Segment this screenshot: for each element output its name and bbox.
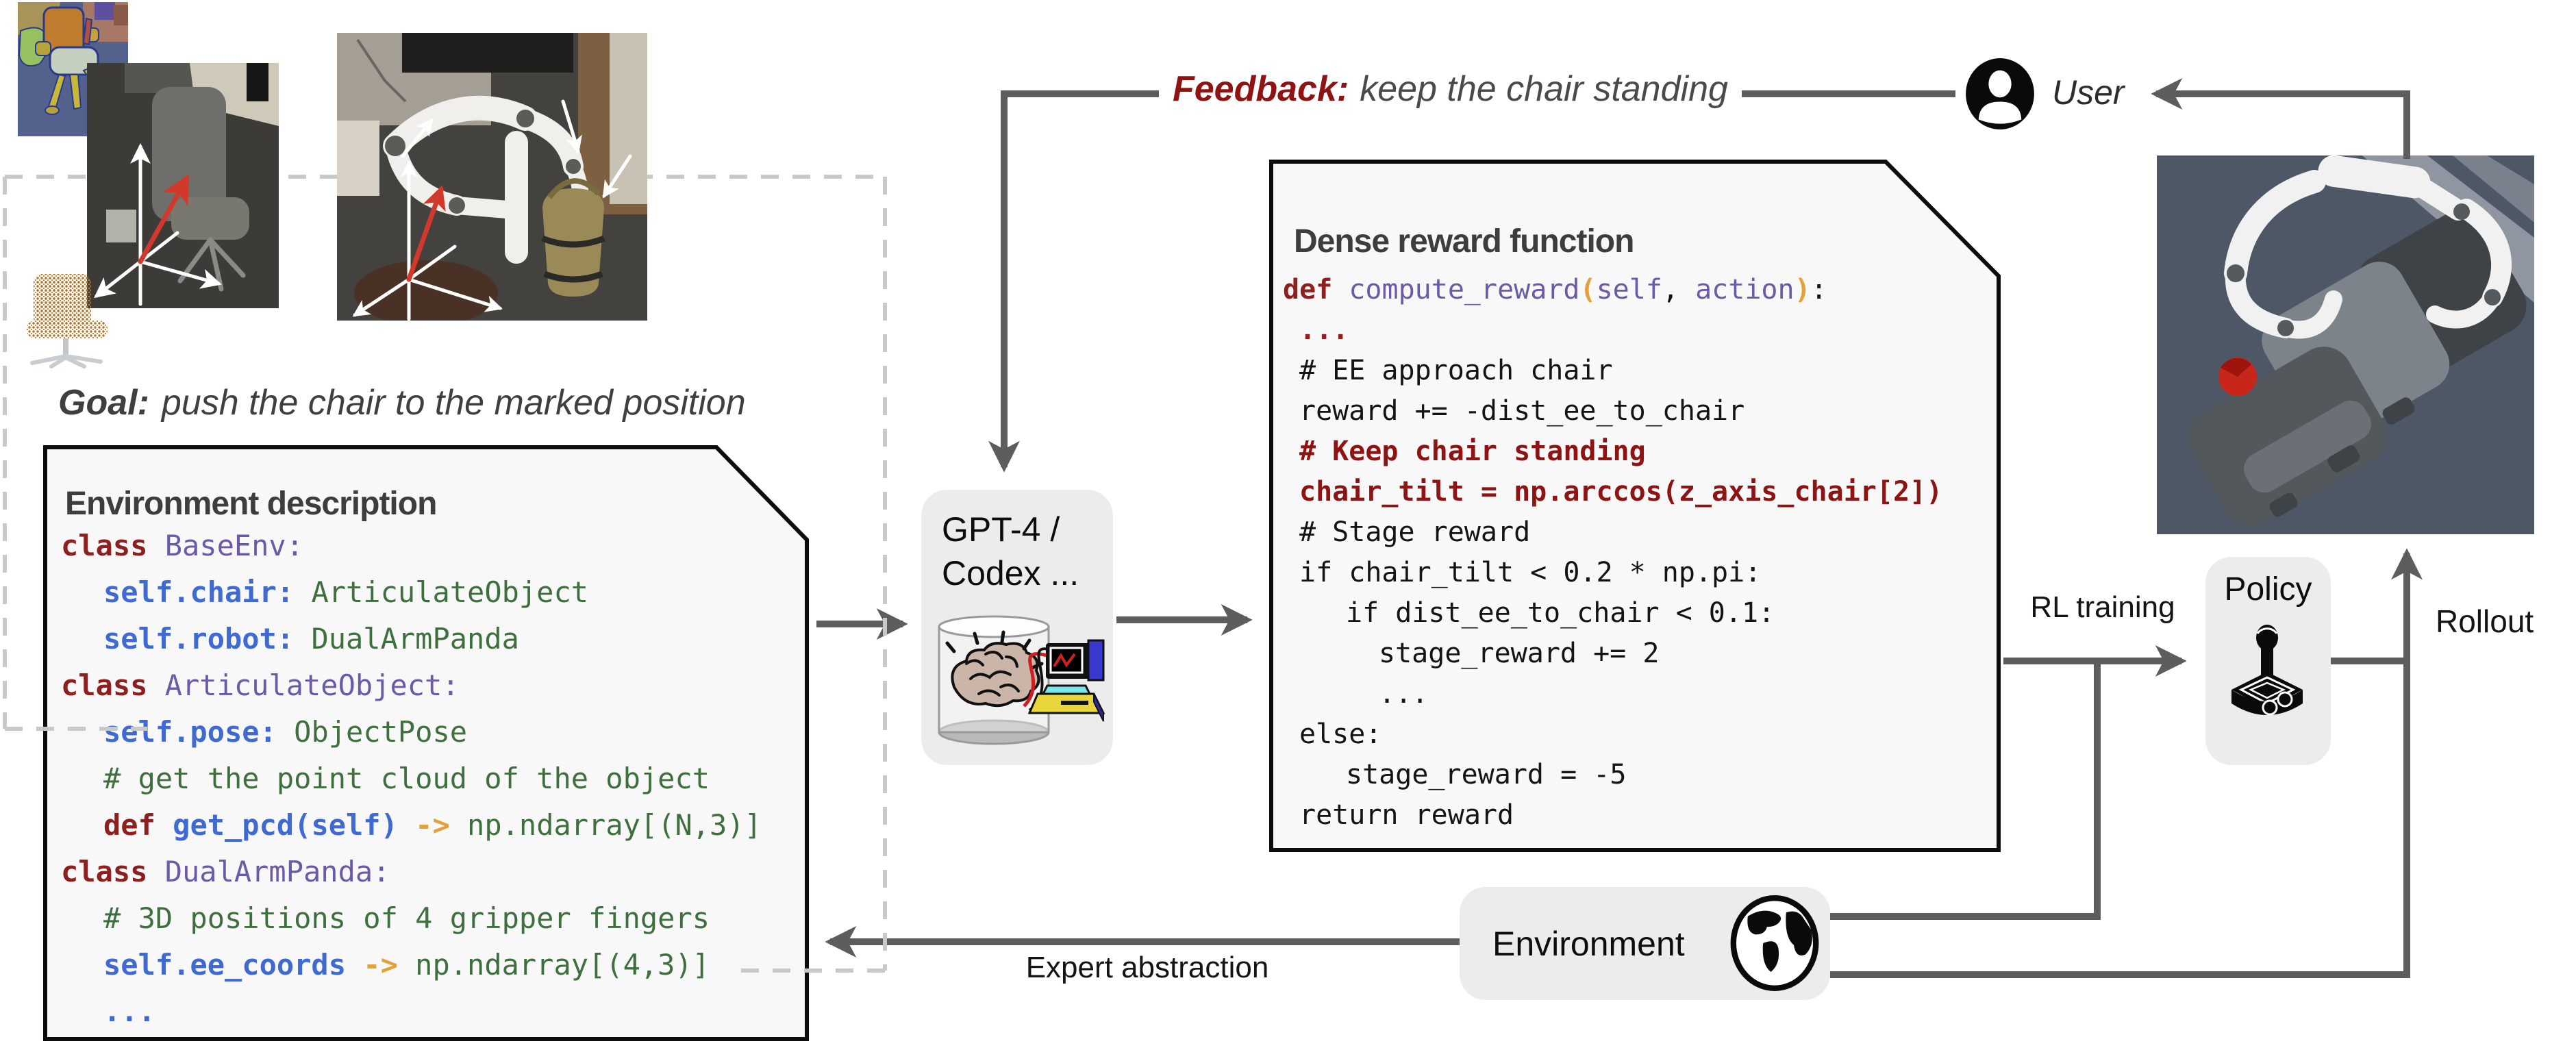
code-line: def compute_reward(self, action):	[1283, 274, 1827, 305]
code-line: chair_tilt = np.arccos(z_axis_chair[2])	[1299, 476, 1943, 508]
environment-description-panel: Environment description class BaseEnv: se…	[43, 445, 809, 1041]
code-line: return reward	[1299, 799, 1514, 831]
environment-label: Environment	[1492, 924, 1685, 963]
expert-abstraction-label: Expert abstraction	[1025, 951, 1269, 984]
code-line: # Keep chair standing	[1299, 436, 1646, 467]
code-line: ...	[103, 995, 155, 1028]
goal-label: Goal:	[58, 383, 149, 423]
env-panel-folded-page-shape	[43, 445, 809, 1041]
goal-text: Goal: push the chair to the marked positi…	[58, 382, 746, 423]
code-line: stage_reward = -5	[1346, 759, 1627, 790]
gpt-codex-box: GPT-4 / Codex ...	[921, 490, 1113, 765]
point-cloud-chair	[27, 274, 108, 368]
arrow-rollout-to-user	[2151, 78, 2410, 159]
code-line: class BaseEnv:	[61, 529, 304, 562]
feedback-value: keep the chair standing	[1360, 69, 1728, 109]
code-line: self.pose: ObjectPose	[103, 715, 468, 749]
rollout-label: Rollout	[2436, 603, 2534, 639]
env-panel-title: Environment description	[65, 486, 437, 522]
user-avatar-icon	[1966, 58, 2034, 129]
robot-observation-photo	[337, 33, 647, 321]
reward-panel-title: Dense reward function	[1294, 223, 1634, 260]
brain-in-jar-and-computer-icon	[938, 615, 1105, 745]
policy-box: Policy	[2205, 557, 2331, 765]
rollout-simulation-image	[2157, 155, 2534, 534]
rl-training-label: RL training	[2030, 590, 2175, 624]
code-line: stage_reward += 2	[1379, 638, 1660, 669]
code-line: reward += -dist_ee_to_chair	[1299, 395, 1745, 427]
code-line: def get_pcd(self) -> np.ndarray[(N,3)]	[103, 808, 762, 842]
environment-box: Environment	[1460, 887, 1830, 1000]
code-line: self.ee_coords -> np.ndarray[(4,3)]	[103, 948, 710, 982]
joystick-icon	[2231, 625, 2303, 716]
code-line: if chair_tilt < 0.2 * np.pi:	[1299, 557, 1762, 588]
goal-value: push the chair to the marked position	[161, 383, 746, 423]
chair-observation-photo	[87, 63, 279, 308]
feedback-label: Feedback:	[1173, 69, 1349, 109]
env-panel-code: class BaseEnv: self.chair: ArticulateObje…	[43, 523, 809, 1035]
code-line: if dist_ee_to_chair < 0.1:	[1346, 597, 1775, 629]
code-line: # 3D positions of 4 gripper fingers	[103, 901, 710, 935]
code-line: self.robot: DualArmPanda	[103, 622, 519, 655]
code-line: # get the point cloud of the object	[103, 762, 710, 795]
code-line: ...	[1379, 678, 1429, 710]
reward-panel-code: def compute_reward(self, action):... # EE…	[1269, 270, 2001, 836]
globe-icon	[1730, 895, 1819, 991]
gpt-box-line2: Codex ...	[942, 554, 1079, 592]
gpt-box-line1: GPT-4 /	[942, 510, 1060, 549]
code-line: ...	[1299, 314, 1349, 346]
code-line: class DualArmPanda:	[61, 855, 390, 888]
code-line: # Stage reward	[1299, 516, 1531, 548]
code-line: self.chair: ArticulateObject	[103, 575, 589, 609]
code-line: else:	[1299, 718, 1382, 750]
policy-label: Policy	[2224, 571, 2312, 608]
code-line: class ArticulateObject:	[61, 668, 460, 702]
dense-reward-panel: Dense reward function def compute_reward…	[1269, 160, 2001, 852]
feedback-text: Feedback: keep the chair standing	[1159, 68, 1742, 110]
user-label: User	[2052, 73, 2125, 112]
code-line: # EE approach chair	[1299, 355, 1613, 386]
